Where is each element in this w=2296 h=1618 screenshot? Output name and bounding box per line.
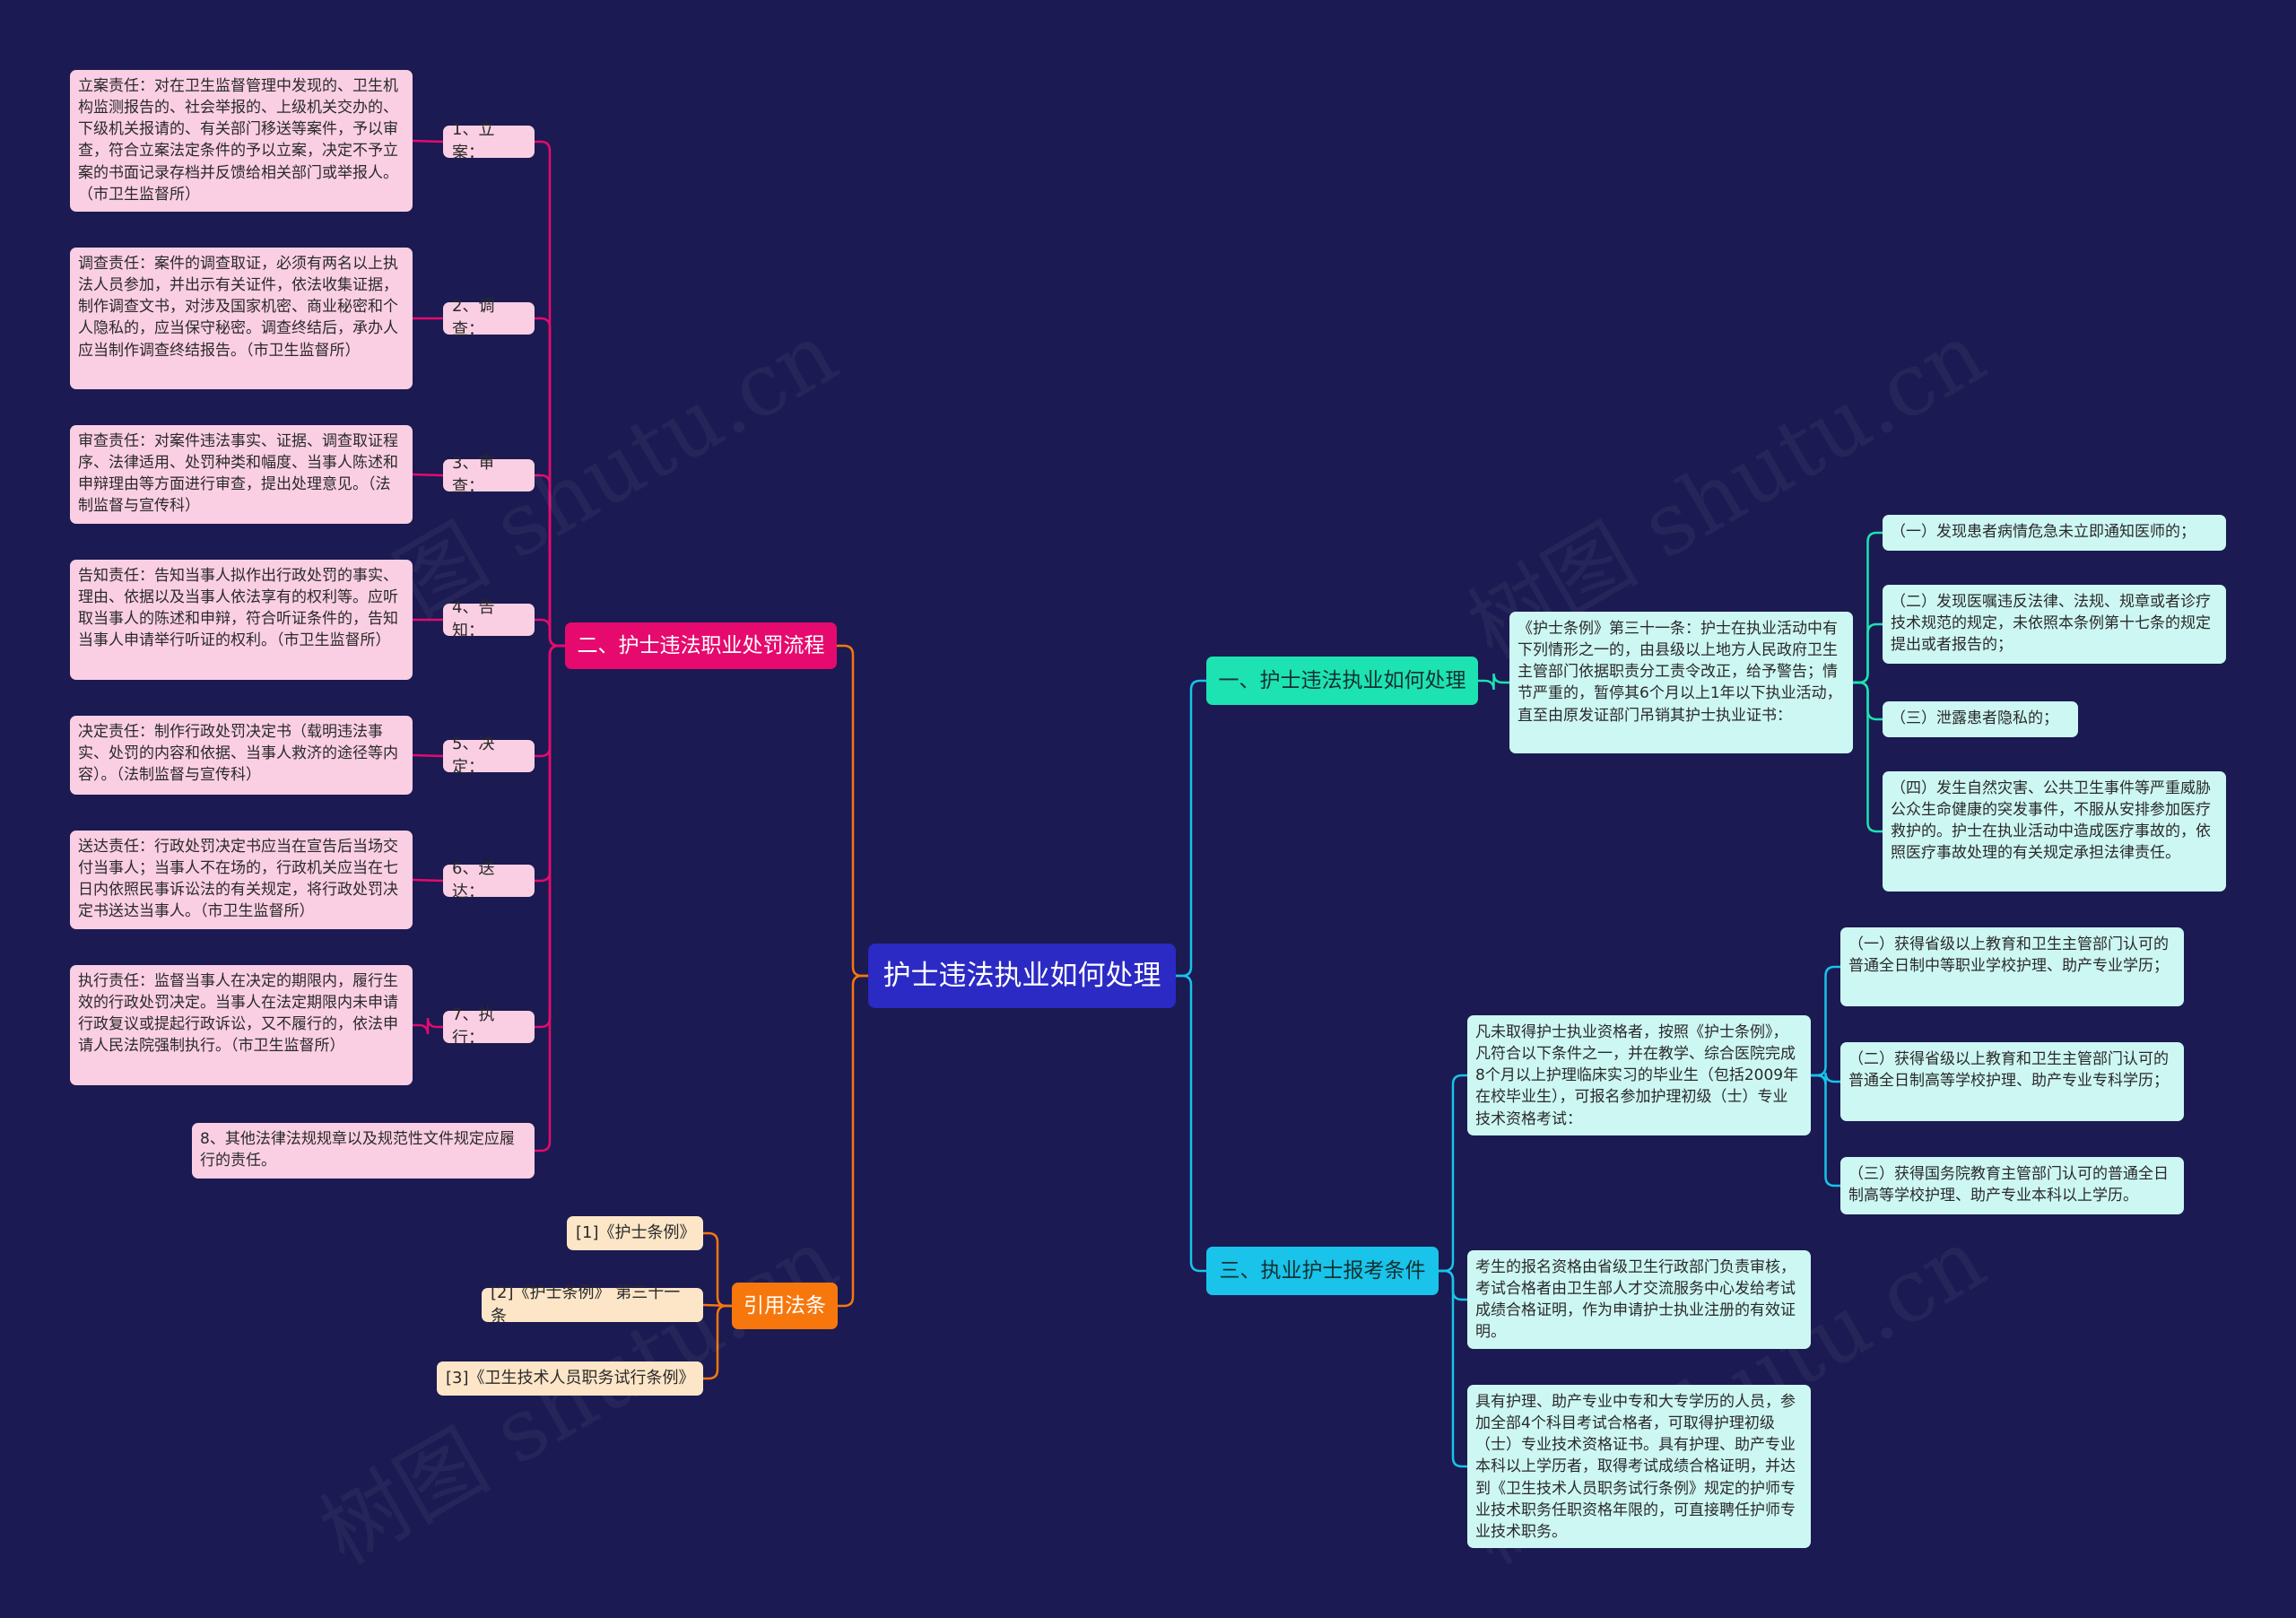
connector-line [703, 1304, 732, 1380]
connector-line [412, 473, 444, 477]
violation-item[interactable]: （一）发现患者病情危急未立即通知医师的； [1883, 515, 2226, 551]
exam-condition-item[interactable]: （二）获得省级以上教育和卫生主管部门认可的普通全日制高等学校护理、助产专业专科学… [1840, 1042, 2184, 1121]
connector-line [1439, 1269, 1467, 1468]
exam-condition-main[interactable]: 凡未取得护士执业资格者，按照《护士条例》，凡符合以下条件之一，并在教学、综合医院… [1467, 1015, 1811, 1135]
step-label[interactable]: 3、审查： [443, 454, 535, 496]
connector-line [412, 139, 444, 144]
step-detail[interactable]: 立案责任：对在卫生监督管理中发现的、卫生机构监测报告的、社会举报的、上级机关交办… [70, 70, 413, 212]
connector-line [535, 644, 565, 1153]
step-detail[interactable]: 审查责任：对案件违法事实、证据、调查取证程序、法律适用、处罚种类和幅度、当事人陈… [70, 425, 413, 524]
law-reference[interactable]: [1]《护士条例》 [567, 1216, 703, 1250]
branch-exam-conditions[interactable]: 三、执业护士报考条件 [1206, 1247, 1439, 1295]
step-label[interactable]: 2、调查： [443, 297, 535, 339]
root-topic[interactable]: 护士违法执业如何处理 [868, 944, 1176, 1008]
step-other-duties[interactable]: 8、其他法律法规规章以及规范性文件规定应履行的责任。 [192, 1123, 535, 1179]
step-detail[interactable]: 送达责任：行政处罚决定书应当在宣告后当场交付当事人；当事人不在场的，行政机关应当… [70, 831, 413, 929]
step-label[interactable]: 1、立案： [443, 120, 535, 162]
violation-item[interactable]: （二）发现医嘱违反法律、法规、规章或者诊疗技术规范的规定，未依照本条例第十七条的… [1883, 585, 2226, 664]
step-detail[interactable]: 执行责任：监督当事人在决定的期限内，履行生效的行政处罚决定。当事人在法定期限内未… [70, 965, 413, 1085]
connector-line [535, 618, 565, 648]
connector-line [1811, 1074, 1840, 1187]
step-label[interactable]: 4、告知： [443, 598, 535, 640]
violation-item[interactable]: （四）发生自然灾害、公共卫生事件等严重威胁公众生命健康的突发事件，不服从安排参加… [1883, 771, 2226, 892]
step-label[interactable]: 5、决定： [443, 735, 535, 777]
connector-line [837, 644, 868, 978]
branch-illegal-practice[interactable]: 一、护士违法执业如何处理 [1206, 657, 1478, 705]
connector-line [1176, 974, 1206, 1273]
exam-note[interactable]: 具有护理、助产专业中专和大专学历的人员，参加全部4个科目考试合格者，可取得护理初… [1467, 1385, 1811, 1548]
connector-line [1478, 673, 1509, 691]
regulation-article[interactable]: 《护士条例》第三十一条：护士在执业活动中有下列情形之一的，由县级以上地方人民政府… [1509, 612, 1853, 753]
exam-condition-item[interactable]: （三）获得国务院教育主管部门认可的普通全日制高等学校护理、助产专业本科以上学历。 [1840, 1157, 2184, 1214]
connector-line [838, 974, 868, 1308]
connector-line [412, 753, 444, 758]
connector-line [1853, 622, 1883, 684]
step-detail[interactable]: 调查责任：案件的调查取证，必须有两名以上执法人员参加，并出示有关证件，依法收集证… [70, 248, 413, 389]
violation-item[interactable]: （三）泄露患者隐私的； [1883, 701, 2078, 737]
exam-note[interactable]: 考生的报名资格由省级卫生行政部门负责审核，考试合格者由卫生部人才交流服务中心发给… [1467, 1250, 1811, 1349]
branch-penalty-process[interactable]: 二、护士违法职业处罚流程 [565, 622, 837, 669]
connector-line [412, 878, 444, 883]
exam-condition-item[interactable]: （一）获得省级以上教育和卫生主管部门认可的普通全日制中等职业学校护理、助产专业学… [1840, 927, 2184, 1006]
step-label[interactable]: 7、执行： [443, 1005, 535, 1048]
connector-line [1176, 679, 1206, 978]
step-detail[interactable]: 决定责任：制作行政处罚决定书（载明违法事实、处罚的内容和依据、当事人救济的途径等… [70, 716, 413, 795]
law-reference[interactable]: [2]《护士条例》 第三十一条 [482, 1283, 703, 1326]
connector-line [1853, 681, 1883, 833]
branch-cited-laws[interactable]: 引用法条 [732, 1283, 838, 1329]
step-detail[interactable]: 告知责任：告知当事人拟作出行政处罚的事实、理由、依据以及当事人依法享有的权利等。… [70, 560, 413, 680]
step-label[interactable]: 6、送达： [443, 859, 535, 901]
connector-line [1439, 1074, 1467, 1273]
connector-line [703, 1231, 732, 1308]
connector-line [413, 1017, 443, 1035]
connector-line [1811, 965, 1840, 1077]
law-reference[interactable]: [3]《卫生技术人员职务试行条例》 [437, 1361, 703, 1396]
